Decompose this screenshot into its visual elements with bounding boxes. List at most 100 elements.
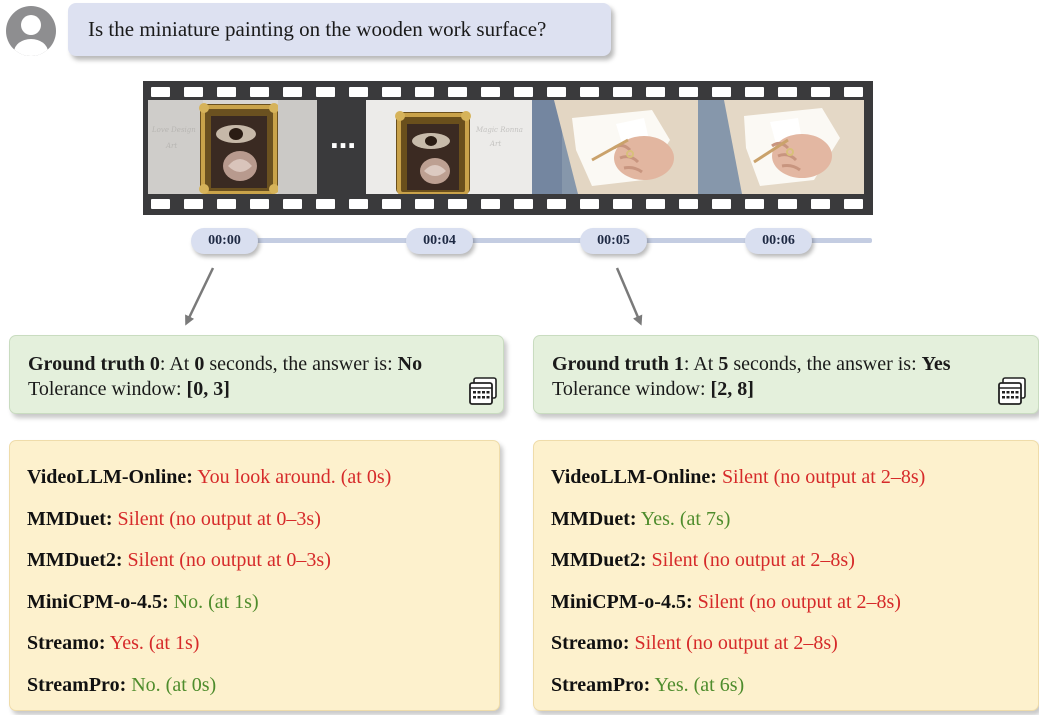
film-hole (778, 199, 797, 209)
model-output-row: Streamo: Silent (no output at 2–8s) (551, 631, 1038, 656)
model-response: No. (at 1s) (173, 590, 259, 613)
model-name: VideoLLM-Online: (27, 466, 193, 488)
film-hole (151, 87, 170, 97)
ground-truth-box-0: Ground truth 0: At 0 seconds, the answer… (9, 335, 504, 414)
video-frame-1: Love Design Art (148, 100, 317, 194)
model-output-row: StreamPro: Yes. (at 6s) (551, 673, 1038, 698)
ground-truth-seconds: 0 (194, 353, 205, 375)
model-response: No. (at 0s) (131, 673, 217, 696)
film-hole (580, 87, 599, 97)
film-hole (415, 87, 434, 97)
user-avatar-icon (6, 6, 56, 56)
timestamp-pill[interactable]: 00:04 (406, 228, 473, 254)
film-hole (316, 199, 335, 209)
timestamp-pill[interactable]: 00:06 (745, 228, 812, 254)
model-name: VideoLLM-Online: (551, 466, 717, 488)
film-hole (415, 199, 434, 209)
tolerance-window: [2, 8] (710, 378, 754, 400)
film-hole (514, 199, 533, 209)
film-hole (151, 199, 170, 209)
film-hole (811, 87, 830, 97)
tolerance-line: Tolerance window: [0, 3] (28, 378, 230, 400)
svg-text:Art: Art (489, 140, 501, 148)
model-name: StreamPro: (27, 673, 127, 696)
film-hole (712, 199, 731, 209)
film-hole (547, 87, 566, 97)
model-response: Silent (no output at 2–8s) (634, 632, 838, 654)
arrow-to-gt0 (185, 267, 215, 326)
film-hole (382, 87, 401, 97)
film-hole (349, 199, 368, 209)
film-hole (745, 199, 764, 209)
model-output-row: MMDuet2: Silent (no output at 2–8s) (551, 548, 1038, 573)
tolerance-line: Tolerance window: [2, 8] (552, 378, 754, 400)
model-response: Silent (no output at 2–8s) (651, 549, 855, 571)
svg-text:Magic Ronna: Magic Ronna (475, 126, 523, 134)
film-strip: Love Design Art … Magic Ronna Art (143, 81, 873, 215)
frames-ellipsis: … (330, 125, 357, 155)
film-hole (514, 87, 533, 97)
timestamp-pill[interactable]: 00:00 (191, 228, 258, 254)
ground-truth-answer: Yes (921, 353, 951, 375)
model-outputs-box-0: VideoLLM-Online: You look around. (at 0s… (9, 440, 500, 711)
film-hole (481, 199, 500, 209)
model-output-row: MMDuet: Silent (no output at 0–3s) (27, 507, 499, 532)
svg-text:Love Design: Love Design (151, 126, 196, 134)
model-response: Silent (no output at 0–3s) (127, 549, 331, 571)
film-hole (382, 199, 401, 209)
film-hole (250, 87, 269, 97)
film-hole (283, 87, 302, 97)
film-hole (646, 87, 665, 97)
model-name: Streamo: (551, 632, 630, 654)
film-hole (349, 87, 368, 97)
film-hole (316, 87, 335, 97)
model-name: Streamo: (27, 632, 106, 654)
video-frame-4 (698, 100, 864, 194)
film-hole (448, 87, 467, 97)
film-hole (613, 199, 632, 209)
film-hole (712, 87, 731, 97)
ground-truth-answer-line: Ground truth 0: At 0 seconds, the answer… (28, 353, 423, 375)
film-hole (844, 199, 863, 209)
model-response: Silent (no output at 2–8s) (721, 466, 926, 488)
ground-truth-label: Ground truth 1 (552, 353, 684, 375)
video-frame-3 (532, 100, 698, 194)
ground-truth-seconds: 5 (718, 353, 729, 375)
film-hole (646, 199, 665, 209)
film-hole (184, 87, 203, 97)
film-hole (547, 199, 566, 209)
model-output-row: MiniCPM-o-4.5: No. (at 1s) (27, 590, 499, 615)
svg-text:Art: Art (165, 142, 177, 150)
ground-truth-answer-line: Ground truth 1: At 5 seconds, the answer… (552, 353, 951, 375)
film-hole (745, 87, 764, 97)
film-hole (481, 87, 500, 97)
timestamp-pill[interactable]: 00:05 (580, 228, 647, 254)
model-response: Silent (no output at 2–8s) (697, 590, 901, 613)
model-output-row: VideoLLM-Online: Silent (no output at 2–… (551, 465, 1038, 490)
film-hole (679, 199, 698, 209)
video-frame-2: Magic Ronna Art (366, 100, 532, 194)
ground-truth-answer: No (397, 353, 423, 375)
model-name: MMDuet: (551, 507, 637, 530)
model-name: StreamPro: (551, 673, 651, 696)
film-hole (679, 87, 698, 97)
film-hole (217, 87, 236, 97)
model-output-row: MMDuet: Yes. (at 7s) (551, 507, 1038, 532)
film-hole (184, 199, 203, 209)
ground-truth-box-1: Ground truth 1: At 5 seconds, the answer… (533, 335, 1039, 414)
model-response: Yes. (at 6s) (654, 673, 745, 696)
film-hole (778, 87, 797, 97)
question-text: Is the miniature painting on the wooden … (88, 17, 547, 41)
model-output-row: VideoLLM-Online: You look around. (at 0s… (27, 465, 499, 490)
model-output-row: MMDuet2: Silent (no output at 0–3s) (27, 548, 499, 573)
question-bubble: Is the miniature painting on the wooden … (68, 3, 611, 56)
film-hole (217, 199, 236, 209)
model-output-row: MiniCPM-o-4.5: Silent (no output at 2–8s… (551, 590, 1038, 615)
tolerance-window: [0, 3] (186, 378, 230, 400)
model-response: Yes. (at 1s) (109, 632, 200, 654)
model-name: MiniCPM-o-4.5: (27, 590, 169, 613)
film-hole (448, 199, 467, 209)
model-response: Yes. (at 7s) (640, 507, 731, 530)
model-name: MiniCPM-o-4.5: (551, 590, 693, 613)
